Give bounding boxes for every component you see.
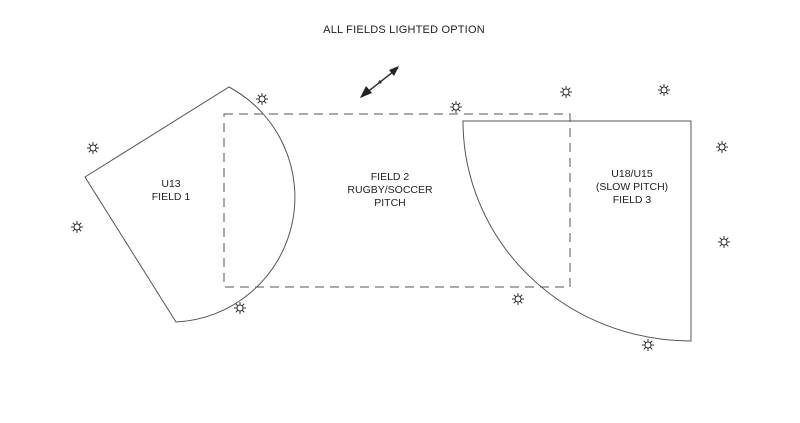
north-arrow-icon	[360, 66, 399, 98]
floodlight-icon	[716, 141, 728, 153]
floodlight-icon	[560, 86, 572, 98]
floodlight-icon	[71, 221, 83, 233]
floodlight-icon	[234, 302, 246, 314]
floodlight-icon	[658, 84, 670, 96]
field-1-outline	[84, 86, 296, 323]
field-3-outline	[462, 120, 692, 342]
floodlight-icon	[256, 93, 268, 105]
field-3-label: U18/U15 (SLOW PITCH) FIELD 3	[595, 168, 669, 206]
floodlight-icon	[642, 339, 654, 351]
floodlight-icon	[718, 236, 730, 248]
floodlight-icon	[512, 293, 524, 305]
floodlight-icon	[87, 142, 99, 154]
field-2-outline	[223, 113, 571, 288]
field-1-label: U13 FIELD 1	[151, 178, 191, 203]
floodlight-icon	[450, 101, 462, 113]
field-2-label: FIELD 2 RUGBY/SOCCER PITCH	[347, 171, 433, 209]
diagram-title: ALL FIELDS LIGHTED OPTION	[323, 24, 485, 36]
